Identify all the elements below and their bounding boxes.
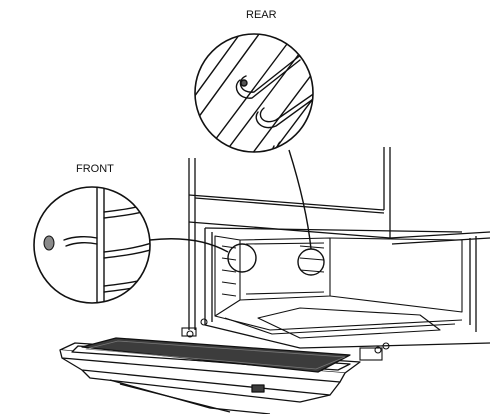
rear-detail-circle xyxy=(194,33,314,153)
rear-leader-line xyxy=(288,149,312,250)
hinge-left xyxy=(181,318,208,338)
door-glass-panel xyxy=(81,337,351,373)
front-target-circle xyxy=(227,243,257,273)
front-detail-circle xyxy=(33,186,151,304)
rack-stop-hole xyxy=(43,235,55,251)
front-leader-line xyxy=(149,238,229,253)
front-label: FRONT xyxy=(76,163,114,175)
oven-door xyxy=(59,337,361,414)
cabinet-outline xyxy=(188,147,490,330)
oven-front-face xyxy=(204,227,490,349)
oven-cavity xyxy=(214,235,463,339)
rear-label: REAR xyxy=(246,9,277,21)
hinge-right xyxy=(359,342,390,361)
